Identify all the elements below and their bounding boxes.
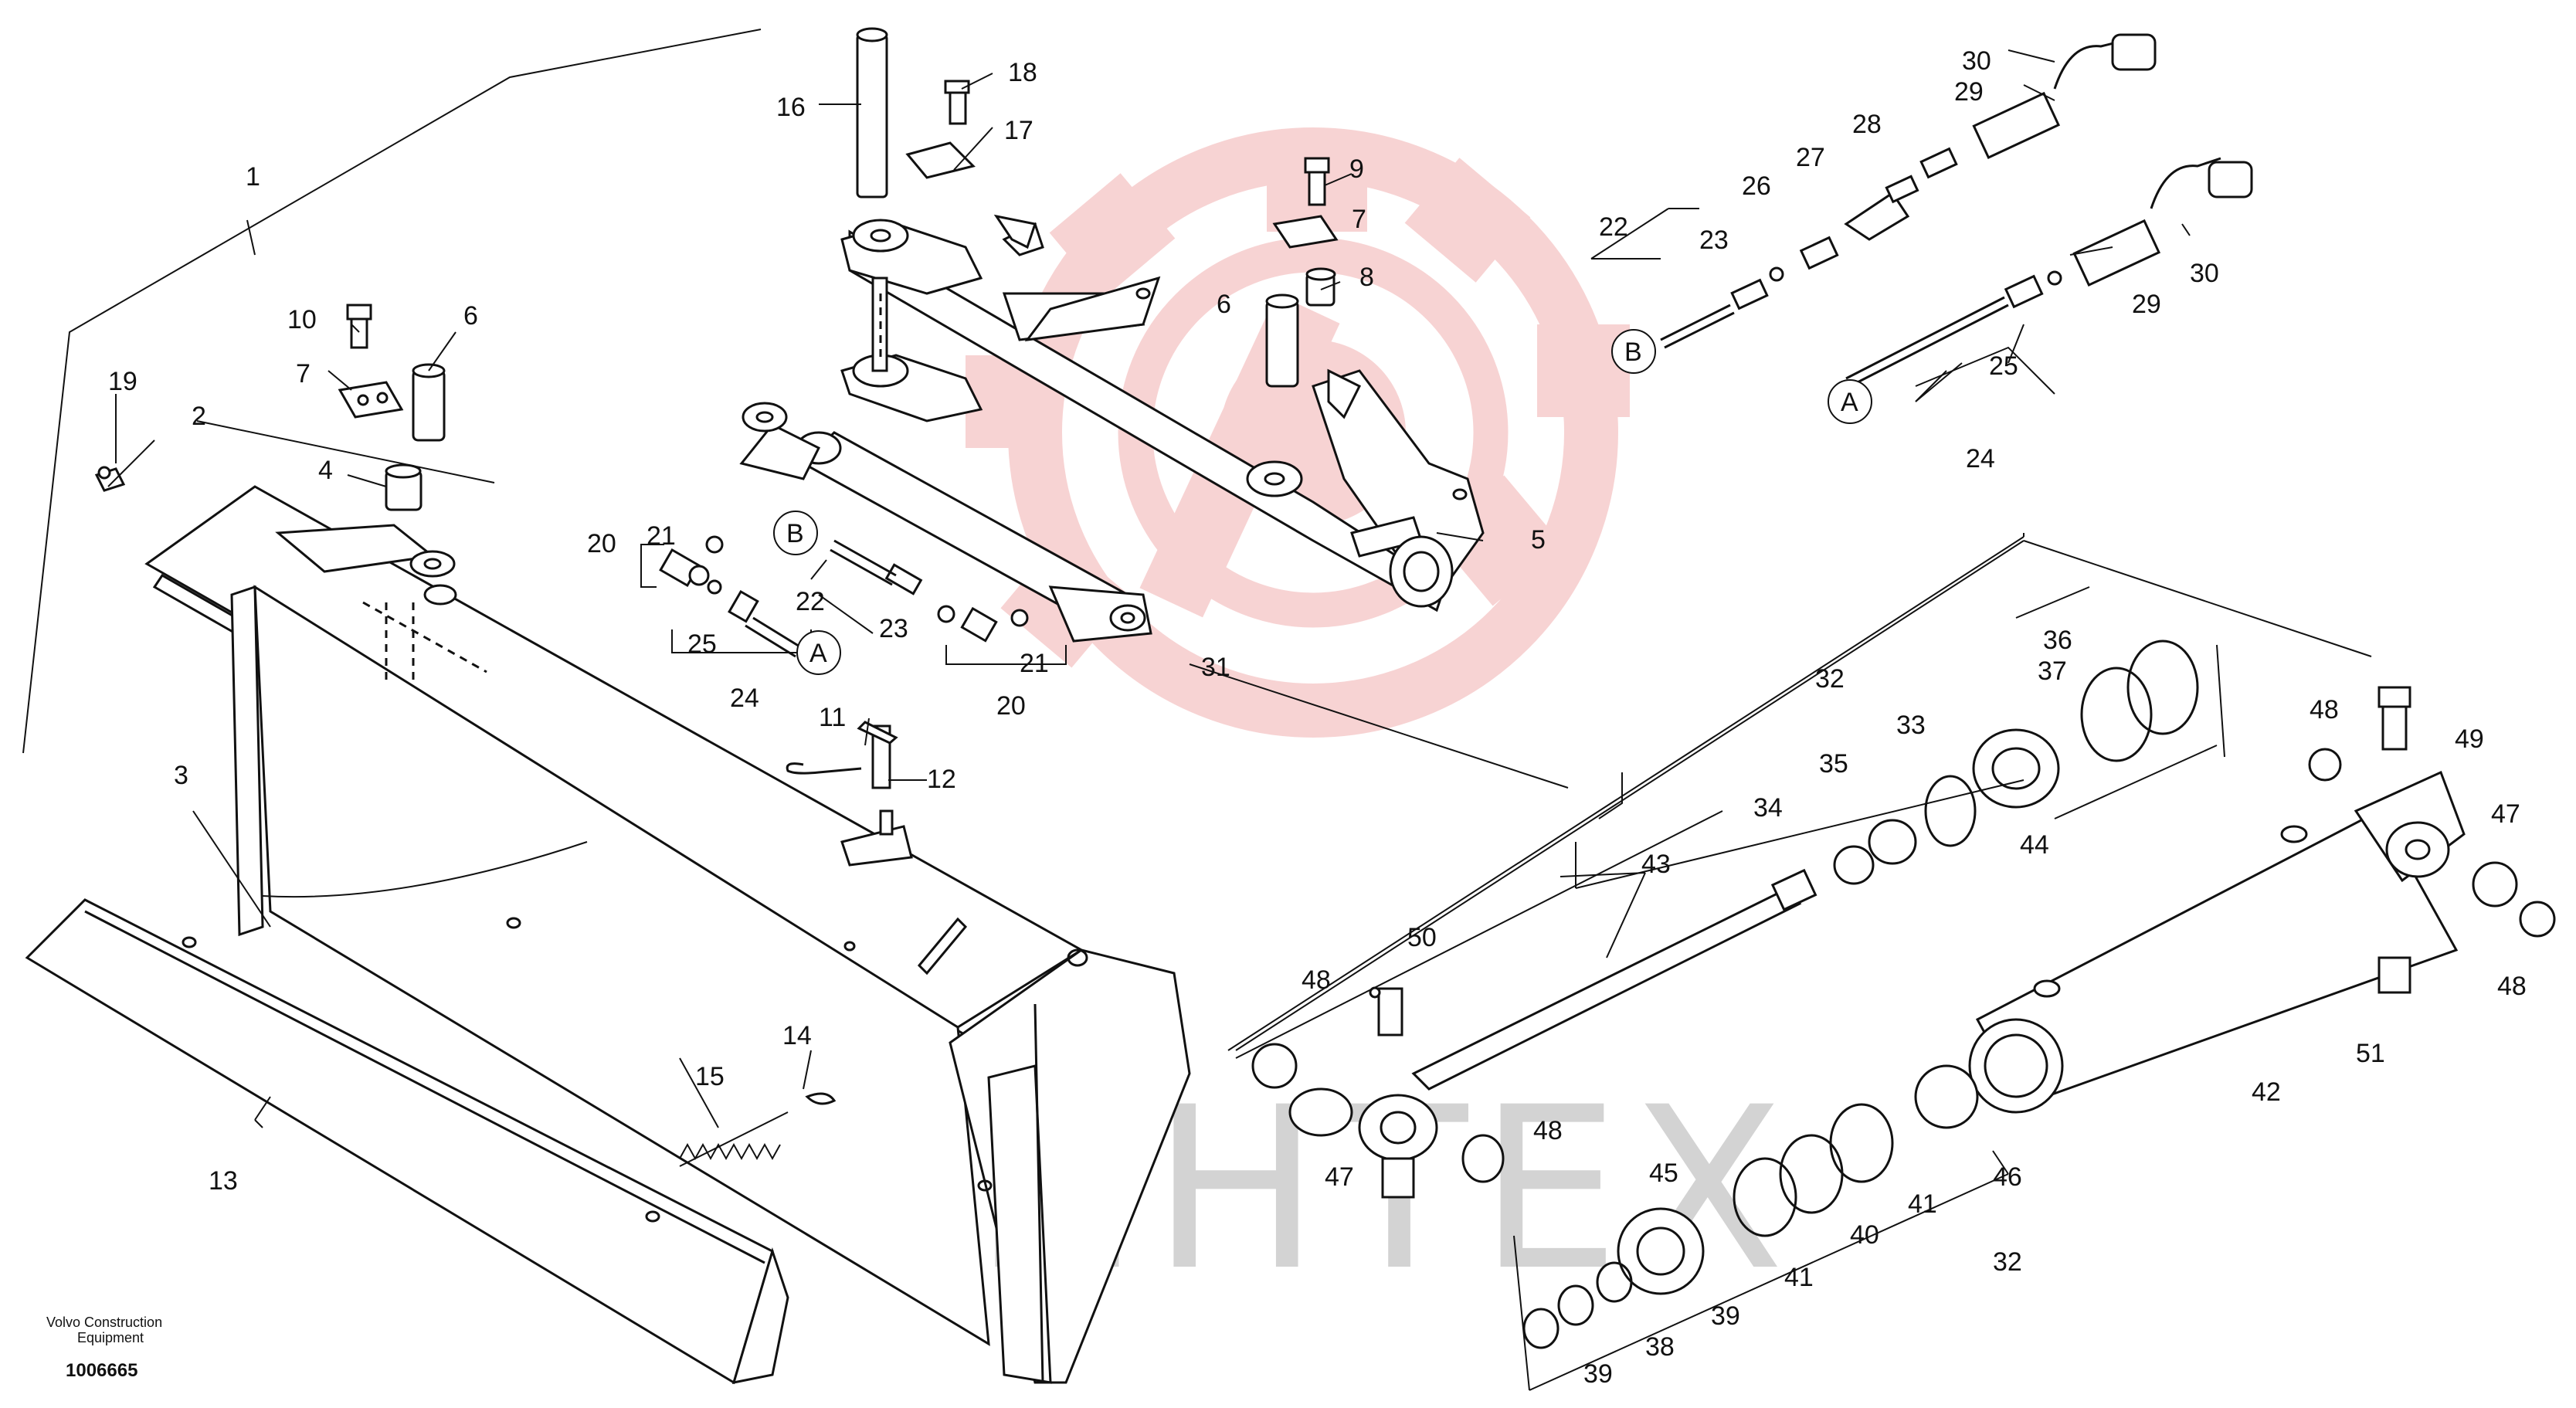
spring — [679, 1111, 789, 1167]
label-17: 17 — [1004, 116, 1033, 145]
label-36: 36 — [2043, 626, 2072, 655]
label-38: 38 — [1645, 1332, 1675, 1362]
label-5: 5 — [1531, 525, 1546, 555]
label-30a: 30 — [1962, 46, 1991, 76]
label-48d: 48 — [2497, 972, 2527, 1001]
label-47a: 47 — [1325, 1162, 1354, 1192]
label-11: 11 — [819, 703, 846, 732]
label-18: 18 — [1008, 58, 1037, 87]
label-44: 44 — [2020, 830, 2049, 860]
label-2: 2 — [192, 402, 206, 431]
label-32b: 32 — [1993, 1247, 2022, 1277]
label-8: 8 — [1359, 263, 1374, 292]
ref-a-left: A — [809, 639, 827, 668]
label-13: 13 — [209, 1166, 238, 1196]
label-32a: 32 — [1815, 664, 1845, 694]
label-21a: 21 — [647, 521, 676, 551]
left-hardware — [94, 304, 446, 511]
label-29b: 29 — [2132, 290, 2161, 319]
footer: Volvo Construction Equipment 1006665 — [46, 1315, 162, 1381]
label-3: 3 — [174, 761, 188, 790]
label-42: 42 — [2252, 1077, 2281, 1107]
label-27: 27 — [1796, 143, 1825, 172]
label-48b: 48 — [1533, 1116, 1563, 1145]
label-34: 34 — [1753, 793, 1783, 823]
bucket-frame — [22, 29, 1191, 1384]
doc-number: 1006665 — [66, 1360, 137, 1381]
label-6b: 6 — [1217, 290, 1231, 319]
ref-b-right: B — [1624, 338, 1642, 367]
label-7b: 7 — [1352, 205, 1366, 234]
label-10: 10 — [287, 305, 317, 334]
label-6a: 6 — [463, 301, 478, 331]
label-48c: 48 — [2310, 695, 2339, 724]
label-20b: 20 — [996, 691, 1026, 721]
label-14: 14 — [782, 1021, 812, 1050]
ref-a-right: A — [1841, 388, 1858, 417]
hose-assembly — [1660, 33, 2253, 388]
label-23b: 23 — [1699, 226, 1729, 255]
label-31: 31 — [1201, 653, 1230, 682]
label-45: 45 — [1649, 1159, 1678, 1188]
label-48a: 48 — [1302, 965, 1331, 995]
label-33: 33 — [1896, 711, 1926, 740]
label-26: 26 — [1742, 171, 1771, 201]
company-line-2: Equipment — [77, 1330, 144, 1345]
label-1: 1 — [246, 162, 260, 192]
label-12: 12 — [927, 765, 956, 794]
label-40: 40 — [1850, 1220, 1879, 1250]
label-41b: 41 — [1784, 1263, 1814, 1292]
label-25a: 25 — [687, 629, 717, 659]
leader-lines — [107, 49, 2372, 1391]
label-51: 51 — [2356, 1039, 2385, 1068]
ref-b-left: B — [786, 519, 804, 548]
hydraulic-fittings-left — [659, 535, 1029, 658]
reference-markers: A A B B — [773, 329, 1872, 675]
label-39b: 39 — [1583, 1359, 1613, 1389]
cylinder-exploded — [1251, 640, 2556, 1349]
label-39a: 39 — [1711, 1301, 1740, 1331]
label-41a: 41 — [1908, 1189, 1937, 1219]
cutting-edge-plate — [25, 898, 789, 1385]
label-37: 37 — [2038, 657, 2067, 686]
label-47b: 47 — [2491, 799, 2520, 829]
label-4: 4 — [318, 456, 333, 485]
label-16: 16 — [776, 93, 806, 122]
label-24b: 24 — [1966, 444, 1995, 473]
label-25b: 25 — [1989, 351, 2018, 381]
label-30b: 30 — [2190, 259, 2219, 288]
label-21b: 21 — [1020, 649, 1049, 678]
label-23a: 23 — [879, 614, 908, 643]
label-15: 15 — [695, 1062, 725, 1091]
label-24a: 24 — [730, 684, 759, 713]
tilt-cylinder-assembly — [739, 27, 1485, 643]
label-22a: 22 — [796, 587, 825, 616]
clip — [805, 1092, 837, 1105]
label-29a: 29 — [1954, 77, 1984, 107]
label-28: 28 — [1852, 110, 1882, 139]
label-49: 49 — [2455, 724, 2484, 754]
label-35: 35 — [1819, 749, 1848, 779]
label-46: 46 — [1993, 1162, 2022, 1192]
label-43: 43 — [1641, 850, 1671, 879]
label-22b: 22 — [1599, 212, 1628, 242]
part-labels: 1 2 3 4 5 6 6 7 7 8 9 10 11 12 13 14 15 … — [108, 46, 2527, 1389]
label-9: 9 — [1349, 154, 1364, 184]
label-19: 19 — [108, 367, 137, 396]
linch-pin — [786, 721, 898, 836]
company-line-1: Volvo Construction — [46, 1315, 162, 1330]
label-50: 50 — [1407, 923, 1437, 952]
label-20a: 20 — [587, 529, 616, 558]
label-7a: 7 — [296, 359, 311, 388]
